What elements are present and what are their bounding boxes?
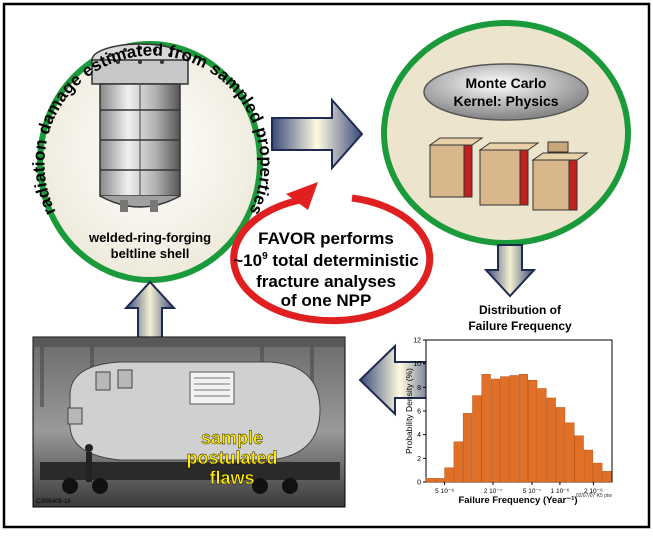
x-tick-label: 5 10⁻⁸ <box>435 488 454 495</box>
y-tick-label: 12 <box>413 338 421 345</box>
x-tick-label: 5 10⁻⁷ <box>523 488 542 495</box>
distribution-title-line2: Failure Frequency <box>468 319 572 333</box>
histogram-bar <box>528 379 538 483</box>
reactor-label-line1: welded-ring-forging <box>88 230 211 245</box>
green-ring-monte-carlo <box>381 20 631 246</box>
histogram-bar <box>481 374 491 483</box>
histogram-bar <box>565 422 575 483</box>
favor-line4: of one NPP <box>281 291 372 310</box>
monte-carlo-line2: Kernel: Physics <box>453 93 558 109</box>
favor-line2: ~109 total deterministic <box>233 251 419 270</box>
chart-y-ticks: 0 2 4 6 8 10 12 <box>413 338 426 487</box>
favor-line3: fracture analyses <box>256 272 396 291</box>
photo-caption-line2: postulated <box>186 448 277 468</box>
histogram-bar <box>462 413 473 483</box>
histogram-bar <box>435 478 445 483</box>
arrow-right-top <box>271 97 364 171</box>
histogram-bar <box>583 449 594 483</box>
arrow-down-right <box>483 244 537 298</box>
favor-line1: FAVOR performs <box>258 229 394 248</box>
monte-carlo-panel: Monte Carlo Kernel: Physics <box>381 20 631 246</box>
chart-x-axis-label: Failure Frequency (Year⁻¹) <box>458 495 577 506</box>
y-tick-label: 4 <box>417 432 421 439</box>
chart-bars <box>425 374 612 483</box>
x-tick-label: 2 10⁻⁷ <box>484 488 503 495</box>
histogram-bar <box>444 467 454 483</box>
monte-carlo-line1: Monte Carlo <box>466 75 547 91</box>
photo-vessel-placard <box>189 371 235 405</box>
x-tick-label: 1 10⁻⁶ <box>551 488 570 495</box>
photo-railcar <box>40 462 340 480</box>
reactor-vessel-icon <box>91 43 189 212</box>
histogram-bar <box>490 378 501 483</box>
failure-frequency-histogram: 0 2 4 6 8 10 12 5 10⁻⁸ 2 10⁻⁷ 5 10⁻⁷ 1 10⁻⁶ 2 10⁻⁶… <box>404 338 613 506</box>
chart-stamp: 02/07/07 K5 ptw <box>576 493 613 499</box>
histogram-bar <box>574 435 584 483</box>
x-tick-label: 2 10⁻⁶ <box>584 488 603 495</box>
photo-caption-line3: flaws <box>209 468 254 488</box>
y-tick-label: 6 <box>417 409 421 416</box>
histogram-bar <box>425 478 435 483</box>
monte-carlo-oval <box>423 63 589 121</box>
reactor-label-line2: beltline shell <box>111 246 190 261</box>
y-tick-label: 10 <box>413 361 421 368</box>
histogram-bar <box>555 407 566 483</box>
histogram-bar <box>500 376 510 483</box>
y-tick-label: 2 <box>417 456 421 463</box>
histogram-bar <box>509 375 519 483</box>
y-tick-label: 8 <box>417 385 421 392</box>
chart-y-axis-label: Probability Density (%) <box>404 368 414 454</box>
histogram-bar <box>546 397 556 483</box>
y-tick-label: 0 <box>417 480 421 487</box>
server-cluster-icon <box>428 137 589 211</box>
red-cycle-arrow <box>230 194 434 325</box>
photo-id: C/995406-16 <box>36 499 71 505</box>
distribution-title-line1: Distribution of <box>479 303 562 317</box>
arrow-up-left <box>123 280 177 341</box>
histogram-bar <box>602 471 612 483</box>
favor-loop: FAVOR performs ~109 total deterministic … <box>230 182 434 325</box>
reactor-vessel-panel: radiation damage estimated from sampled … <box>29 40 275 283</box>
photo-caption-line1: sample <box>201 428 263 448</box>
histogram-bar <box>593 462 603 483</box>
histogram-bar <box>518 374 528 483</box>
red-arrowhead <box>286 182 318 210</box>
histogram-bar <box>472 395 482 483</box>
histogram-bar <box>537 388 547 483</box>
chart-x-ticks: 5 10⁻⁸ 2 10⁻⁷ 5 10⁻⁷ 1 10⁻⁶ 2 10⁻⁶ <box>435 482 603 495</box>
histogram-bar <box>453 441 463 483</box>
vessel-photo: sample postulated flaws C/995406-16 <box>32 336 346 508</box>
